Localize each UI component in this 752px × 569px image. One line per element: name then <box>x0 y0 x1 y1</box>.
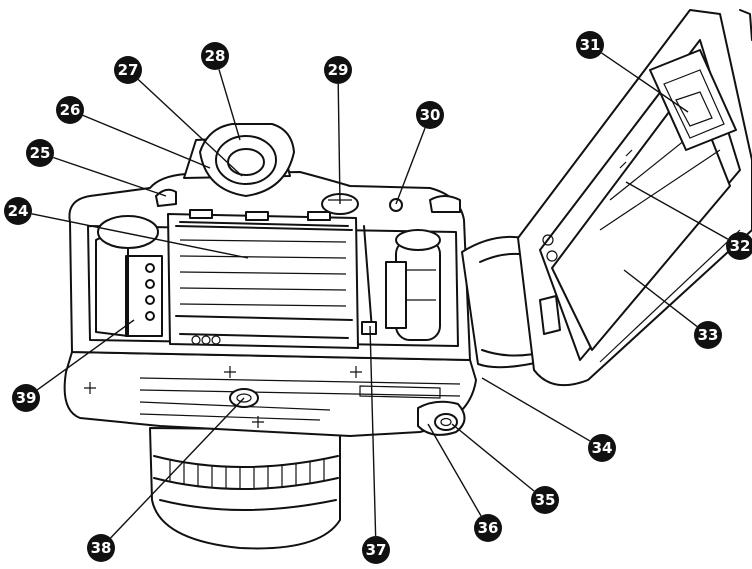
callout-27: 27 <box>114 56 142 84</box>
lens-focus-ridges <box>169 459 325 489</box>
leader-line-35 <box>451 423 535 492</box>
callout-circle <box>324 56 352 84</box>
callout-32: 32 <box>726 232 752 260</box>
leader-line-31 <box>601 52 689 113</box>
callout-38: 38 <box>87 534 115 562</box>
sprocket-line <box>363 225 373 331</box>
callout-35: 35 <box>531 486 559 514</box>
rewind-button-area <box>417 400 466 436</box>
callout-circle <box>56 96 84 124</box>
dx-contacts <box>125 255 163 337</box>
callout-number: 26 <box>60 101 81 119</box>
callout-25: 25 <box>26 139 54 167</box>
callout-circle <box>694 321 722 349</box>
leader-line-38 <box>110 397 245 539</box>
callout-number: 27 <box>118 61 139 79</box>
leader-line-34 <box>481 377 591 442</box>
bottom-contacts <box>191 335 221 345</box>
callout-number: 32 <box>730 237 751 255</box>
cover-edge <box>739 9 752 41</box>
callout-28: 28 <box>201 42 229 70</box>
callout-number: 30 <box>420 106 441 124</box>
leader-line-24 <box>31 213 249 259</box>
callout-leaders <box>31 52 729 539</box>
callout-circle <box>588 434 616 462</box>
callout-number: 29 <box>328 61 349 79</box>
callout-number: 35 <box>535 491 556 509</box>
callout-number: 38 <box>91 539 112 557</box>
leader-line-25 <box>53 156 167 197</box>
callout-number: 28 <box>205 47 226 65</box>
data-back-window <box>649 49 737 151</box>
callout-24: 24 <box>4 197 32 225</box>
screw-left <box>84 382 96 394</box>
callout-circle <box>362 536 390 564</box>
callout-33: 33 <box>694 321 722 349</box>
callout-labels: 24 25 26 27 28 29 30 31 32 33 34 35 36 37 38 39 <box>4 31 752 564</box>
film-gate-stripes <box>175 225 353 321</box>
camera-body <box>68 171 471 361</box>
leader-line-27 <box>137 79 243 177</box>
callout-circle <box>726 232 752 260</box>
callout-circle <box>576 31 604 59</box>
callout-34: 34 <box>588 434 616 462</box>
callout-circle <box>4 197 32 225</box>
callout-number: 39 <box>16 389 37 407</box>
callout-circle <box>26 139 54 167</box>
callout-30: 30 <box>416 101 444 129</box>
callout-number: 33 <box>698 326 719 344</box>
bottom-plate-grooves <box>139 377 461 421</box>
leader-line-33 <box>623 269 698 327</box>
callout-circle <box>201 42 229 70</box>
callout-circle <box>416 101 444 129</box>
callout-31: 31 <box>576 31 604 59</box>
back-cover <box>517 9 752 387</box>
callout-26: 26 <box>56 96 84 124</box>
bottom-plate <box>63 351 477 437</box>
callout-circle <box>87 534 115 562</box>
lens <box>149 427 341 550</box>
leader-line-26 <box>82 114 211 169</box>
leader-line-39 <box>36 319 135 391</box>
leader-line-36 <box>427 423 482 517</box>
callout-number: 31 <box>580 36 601 54</box>
leader-line-29 <box>337 83 341 205</box>
callout-number: 25 <box>30 144 51 162</box>
leader-line-30 <box>395 127 426 205</box>
callout-37: 37 <box>362 536 390 564</box>
eyepiece <box>199 123 295 197</box>
callout-circle <box>12 384 40 412</box>
leader-line-37 <box>369 325 377 537</box>
callout-number: 37 <box>366 541 387 559</box>
screw-right <box>350 366 362 378</box>
callout-number: 24 <box>8 202 29 220</box>
callout-circle <box>531 486 559 514</box>
callout-29: 29 <box>324 56 352 84</box>
strap-lug-left <box>155 188 177 207</box>
leader-line-28 <box>218 69 241 141</box>
strap-lug-right <box>429 195 461 213</box>
film-rails <box>179 209 349 339</box>
callout-circle <box>474 514 502 542</box>
small-button <box>389 198 403 212</box>
callout-39: 39 <box>12 384 40 412</box>
callout-number: 36 <box>478 519 499 537</box>
take-up-spool <box>385 229 441 341</box>
screw-bottom <box>252 416 264 428</box>
screw-mid <box>224 366 236 378</box>
callout-36: 36 <box>474 514 502 542</box>
leader-line-32 <box>625 181 729 240</box>
cover-latch <box>539 234 561 335</box>
callout-number: 34 <box>592 439 613 457</box>
callout-circle <box>114 56 142 84</box>
